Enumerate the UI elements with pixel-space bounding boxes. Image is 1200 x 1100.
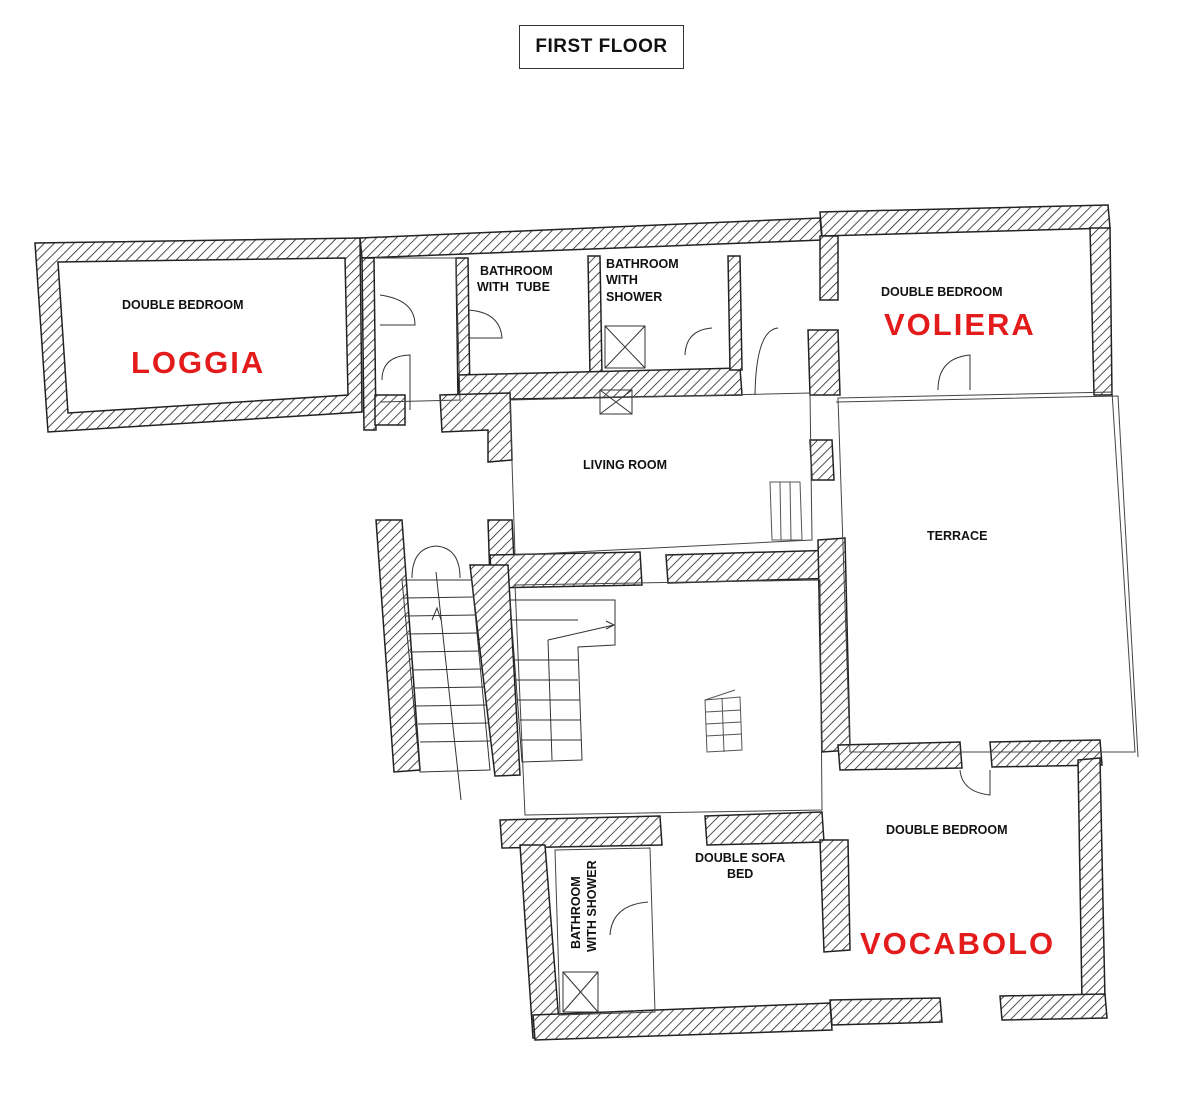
wall-sofa-top-right <box>704 811 825 846</box>
room-sofa-bed: DOUBLE SOFA BED <box>695 850 785 883</box>
room-name-loggia: LOGGIA <box>131 345 266 380</box>
wall-vocabolo-right <box>1077 757 1106 1003</box>
room-bathroom-tube: BATHROOM WITH TUBE <box>477 263 553 296</box>
wall-sofa-right <box>819 839 851 953</box>
wall-living-bottom-right <box>665 549 841 584</box>
wall-vocabolo-top <box>837 741 963 771</box>
wall-stair-mid <box>469 564 521 777</box>
living-room-outline <box>509 392 813 556</box>
wall-vocabolo-bottom-right <box>999 993 1108 1021</box>
outlines <box>376 257 1139 1016</box>
shaft-icons <box>562 325 646 1013</box>
room-type-loggia: DOUBLE BEDROOM <box>122 298 244 312</box>
bathroom-shower-bottom-line1: BATHROOM <box>569 876 583 949</box>
sofa-bed-line1: DOUBLE SOFA <box>695 851 786 865</box>
sofa-bed-line2: BED <box>726 867 754 882</box>
wall-vocabolo-top-right <box>989 739 1103 768</box>
staircase-left <box>401 545 491 801</box>
bathroom-shower-bottom-line2: WITH SHOWER <box>585 860 600 952</box>
room-bathroom-shower-bottom: BATHROOM WITH SHOWER <box>568 860 601 952</box>
corridor-outline <box>376 257 461 403</box>
wall-living-left-top <box>439 392 513 463</box>
door-swings <box>379 294 991 936</box>
room-name-voliera: VOLIERA <box>884 307 1036 342</box>
wall-voliera-left-2 <box>807 329 841 396</box>
wall-top-right <box>819 204 1111 237</box>
page-title: FIRST FLOOR <box>535 36 668 57</box>
wall-center-right <box>817 537 851 753</box>
room-type-voliera: DOUBLE BEDROOM <box>881 285 1003 299</box>
steps-living-right <box>769 481 803 541</box>
wall-living-bottom-left <box>489 551 643 589</box>
room-type-vocabolo: DOUBLE BEDROOM <box>886 823 1008 837</box>
terrace-outline <box>837 391 1136 753</box>
terrace-outline-inner <box>835 395 1139 758</box>
wall-voliera-left <box>819 235 839 301</box>
bathroom-shower-top-line3: SHOWER <box>606 289 663 304</box>
bathroom-shower-top-line1: BATHROOM <box>606 257 679 271</box>
wall-stair-top-left <box>374 394 406 426</box>
title-box: FIRST FLOOR <box>519 25 684 69</box>
bathroom-tube-line1: BATHROOM <box>480 264 553 278</box>
bath-bottom-outline <box>554 847 656 1016</box>
wall-corridor-left <box>361 257 377 431</box>
wall-bath-right <box>727 255 743 371</box>
room-bathroom-shower-top: BATHROOM WITH SHOWER <box>606 256 679 305</box>
wall-lower-bottom <box>532 1002 833 1041</box>
bathroom-shower-top-line2: WITH <box>606 273 638 288</box>
wall-living-right <box>809 439 835 481</box>
room-living-room: LIVING ROOM <box>583 458 668 472</box>
wall-lower-left <box>519 844 561 1039</box>
room-name-vocabolo: VOCABOLO <box>860 926 1056 961</box>
bathroom-tube-line2: WITH TUBE <box>477 280 550 295</box>
wall-voliera-right <box>1089 227 1113 396</box>
wall-vocabolo-bottom <box>829 997 943 1026</box>
wall-top-center <box>359 217 823 259</box>
staircase-hall <box>704 689 743 753</box>
wall-stair-left <box>375 519 421 773</box>
room-terrace: TERRACE <box>927 529 988 543</box>
walls <box>34 204 1113 1041</box>
wall-loggia <box>34 237 363 433</box>
staircase-middle <box>509 599 616 763</box>
hall-outline <box>514 579 823 816</box>
wall-sofa-top-left <box>499 815 663 849</box>
wall-bath-divider <box>587 255 603 376</box>
